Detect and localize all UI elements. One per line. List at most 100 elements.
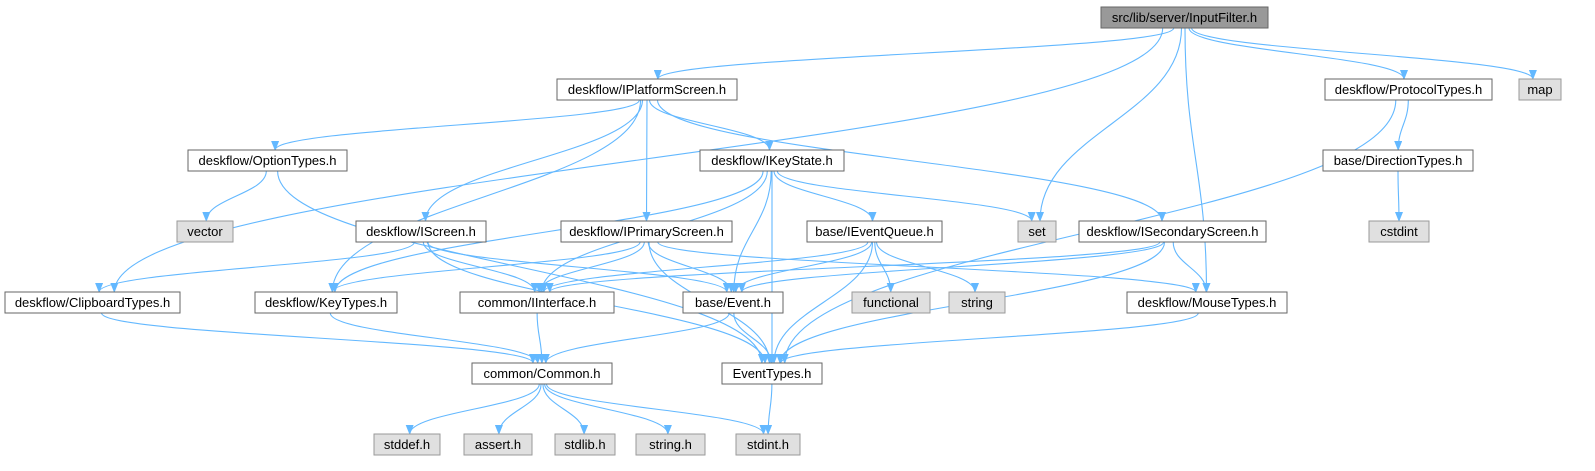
node-stdint: stdint.h [735, 433, 801, 456]
node-directiontypes[interactable]: base/DirectionTypes.h [1322, 149, 1474, 172]
edge-keytypes-to-common [329, 312, 542, 364]
node-iscreen[interactable]: deskflow/IScreen.h [355, 220, 487, 243]
node-label: deskflow/MouseTypes.h [1138, 295, 1277, 310]
edge-iplatformscreen-to-iprimaryscreen [642, 99, 651, 222]
node-map: map [1518, 78, 1562, 101]
edge-inputfilter-to-set [1036, 27, 1183, 222]
node-label: common/Common.h [483, 366, 600, 381]
node-label: functional [863, 295, 919, 310]
edge-inputfilter-to-map [1191, 27, 1537, 80]
node-box [635, 433, 706, 456]
edge-iprimaryscreen-to-keytypes [328, 241, 641, 293]
node-label: string [961, 295, 993, 310]
node-box [1324, 78, 1493, 101]
node-box [373, 433, 441, 456]
edge-isecondaryscreen-to-iinterface [545, 241, 1161, 293]
node-label: deskflow/ISecondaryScreen.h [1087, 224, 1259, 239]
node-eventtypes[interactable]: EventTypes.h [721, 362, 823, 385]
node-box [187, 149, 348, 172]
node-label: common/IInterface.h [478, 295, 597, 310]
node-event[interactable]: base/Event.h [682, 291, 784, 314]
edge-iplatformscreen-to-iscreen [421, 99, 644, 222]
node-box [1017, 220, 1057, 243]
node-label: map [1527, 82, 1552, 97]
edge-iscreen-to-clipboardtypes [95, 241, 415, 293]
node-cstdint: cstdint [1368, 220, 1430, 243]
node-vector: vector [176, 220, 234, 243]
edge-ikeystate-to-ieventqueue [773, 170, 877, 222]
node-optiontypes[interactable]: deskflow/OptionTypes.h [187, 149, 348, 172]
edge-iplatformscreen-to-ikeystate [648, 99, 774, 151]
node-isecondaryscreen[interactable]: deskflow/ISecondaryScreen.h [1078, 220, 1267, 243]
node-keytypes[interactable]: deskflow/KeyTypes.h [254, 291, 398, 314]
edge-iscreen-to-iinterface [422, 241, 539, 293]
edge-protocoltypes-to-directiontypes [1394, 99, 1409, 151]
node-clipboardtypes[interactable]: deskflow/ClipboardTypes.h [4, 291, 181, 314]
node-box [554, 433, 616, 456]
node-label: base/IEventQueue.h [815, 224, 934, 239]
node-ikeystate[interactable]: deskflow/IKeyState.h [699, 149, 845, 172]
node-assert: assert.h [463, 433, 533, 456]
node-label: deskflow/IPrimaryScreen.h [569, 224, 724, 239]
edge-common-to-stringh [544, 383, 672, 435]
node-box [459, 291, 615, 314]
node-box [699, 149, 845, 172]
node-label: stdint.h [747, 437, 789, 452]
node-label: set [1028, 224, 1046, 239]
node-iinterface[interactable]: common/IInterface.h [459, 291, 615, 314]
edge-iprimaryscreen-to-event [647, 241, 736, 293]
node-box [1518, 78, 1562, 101]
node-label: EventTypes.h [733, 366, 812, 381]
edge-iplatformscreen-to-optiontypes [271, 99, 640, 151]
node-label: deskflow/ClipboardTypes.h [15, 295, 170, 310]
node-box [948, 291, 1006, 314]
edge-mousetypes-to-eventtypes [776, 312, 1199, 364]
edge-ikeystate-to-set [776, 170, 1036, 222]
node-label: deskflow/KeyTypes.h [265, 295, 387, 310]
node-label: deskflow/IScreen.h [366, 224, 476, 239]
node-box [851, 291, 931, 314]
node-label: deskflow/IPlatformScreen.h [568, 82, 726, 97]
edge-common-to-stdint [545, 383, 768, 435]
edge-event-to-eventtypes [733, 312, 776, 364]
node-label: stdlib.h [564, 437, 605, 452]
node-box [560, 220, 733, 243]
node-functional: functional [851, 291, 931, 314]
edge-directiontypes-to-cstdint [1394, 170, 1403, 222]
edge-iscreen-to-event [426, 241, 731, 293]
node-label: cstdint [1380, 224, 1418, 239]
node-iplatformscreen[interactable]: deskflow/IPlatformScreen.h [556, 78, 738, 101]
edge-ikeystate-to-event [729, 170, 772, 293]
node-box [806, 220, 943, 243]
node-box [1368, 220, 1430, 243]
edge-common-to-stdlib [542, 383, 589, 435]
node-box [4, 291, 181, 314]
node-box [471, 362, 613, 385]
edge-clipboardtypes-to-common [100, 312, 537, 364]
node-common[interactable]: common/Common.h [471, 362, 613, 385]
node-box [682, 291, 784, 314]
edge-isecondaryscreen-to-event [737, 241, 1165, 293]
node-label: base/Event.h [695, 295, 771, 310]
node-string: string [948, 291, 1006, 314]
node-ieventqueue[interactable]: base/IEventQueue.h [806, 220, 943, 243]
node-mousetypes[interactable]: deskflow/MouseTypes.h [1126, 291, 1288, 314]
edge-iplatformscreen-to-keytypes [328, 99, 642, 293]
node-protocoltypes[interactable]: deskflow/ProtocolTypes.h [1324, 78, 1493, 101]
node-iprimaryscreen[interactable]: deskflow/IPrimaryScreen.h [560, 220, 733, 243]
edge-eventtypes-to-stdint [764, 383, 773, 435]
edge-optiontypes-to-eventtypes [277, 170, 766, 364]
node-box [1322, 149, 1474, 172]
node-stringh: string.h [635, 433, 706, 456]
node-label: assert.h [475, 437, 521, 452]
node-box [1126, 291, 1288, 314]
edge-iplatformscreen-to-isecondaryscreen [656, 99, 1166, 222]
node-box [176, 220, 234, 243]
node-label: deskflow/OptionTypes.h [198, 153, 336, 168]
edge-isecondaryscreen-to-mousetypes [1172, 241, 1211, 293]
node-inputfilter[interactable]: src/lib/server/InputFilter.h [1100, 6, 1269, 29]
node-label: base/DirectionTypes.h [1334, 153, 1463, 168]
node-box [355, 220, 487, 243]
node-box [556, 78, 738, 101]
